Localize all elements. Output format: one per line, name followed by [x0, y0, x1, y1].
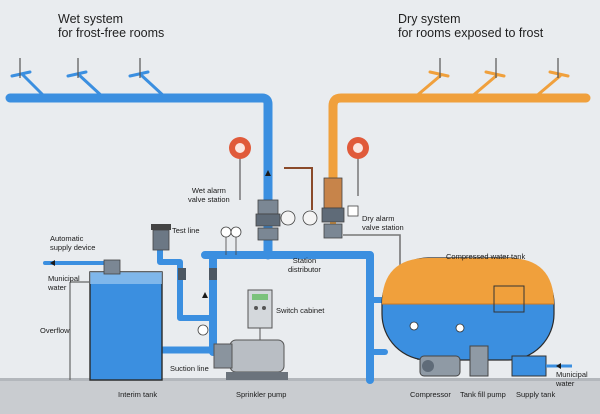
automatic-supply-label: Automatic supply device — [50, 234, 96, 252]
pressure-gauge-test — [197, 324, 209, 336]
test-line-valve — [151, 224, 171, 251]
sprinkler-pump — [213, 339, 288, 380]
compressor — [419, 355, 461, 377]
tank-fill-pump — [469, 345, 489, 377]
floor — [0, 380, 600, 414]
municipal-water-left-label: Municipal water — [48, 274, 80, 292]
check-valve-1 — [178, 268, 186, 280]
switch-cabinet-label: Switch cabinet — [276, 306, 325, 315]
bypass-line — [284, 167, 313, 210]
sprinkler-pump-label: Sprinkler pump — [236, 390, 287, 399]
distributor-pipe — [201, 251, 374, 384]
dry-sprinkler-drops — [412, 70, 570, 100]
compressor-label: Compressor — [410, 390, 451, 399]
wet-main-pipe — [5, 93, 273, 260]
station-distributor-label: Station distributor — [288, 256, 321, 274]
supply-tank-label: Supply tank — [516, 390, 556, 399]
dry-alarm-label: Dry alarm valve station — [362, 214, 404, 232]
check-valve-2 — [209, 268, 217, 280]
switch-cabinet — [247, 289, 273, 345]
distributor-gauges — [220, 226, 242, 255]
test-line-pipe — [157, 229, 216, 321]
dry-sprinkler-hangers — [439, 58, 559, 78]
dry-main-pipe — [328, 93, 591, 210]
compressed-water-tank-label: Compressed water tank — [446, 252, 526, 261]
alarm-bell-dry — [347, 137, 369, 196]
floor-edge — [0, 378, 600, 381]
suction-line-label: Suction line — [170, 364, 209, 373]
wet-sprinkler-drops — [10, 70, 168, 100]
flow-arrows — [50, 170, 561, 369]
municipal-water-right-label: Municipal water — [556, 370, 588, 388]
dry-alarm-valve — [302, 177, 359, 239]
tank-fill-pump-label: Tank fill pump — [460, 390, 506, 399]
wet-system-heading: Wet system for frost-free rooms — [58, 12, 165, 40]
interim-tank-label: Interim tank — [118, 390, 158, 399]
test-line-label: Test line — [172, 226, 200, 235]
wet-alarm-valve — [255, 199, 296, 241]
overflow-label: Overflow — [40, 326, 70, 335]
dry-system-heading: Dry system for rooms exposed to frost — [398, 12, 544, 40]
interim-tank — [69, 259, 163, 381]
wet-alarm-label: Wet alarm valve station — [188, 186, 230, 204]
wet-sprinkler-hangers — [19, 58, 141, 78]
alarm-bell-wet — [229, 137, 251, 200]
compressed-water-tank — [381, 257, 555, 361]
